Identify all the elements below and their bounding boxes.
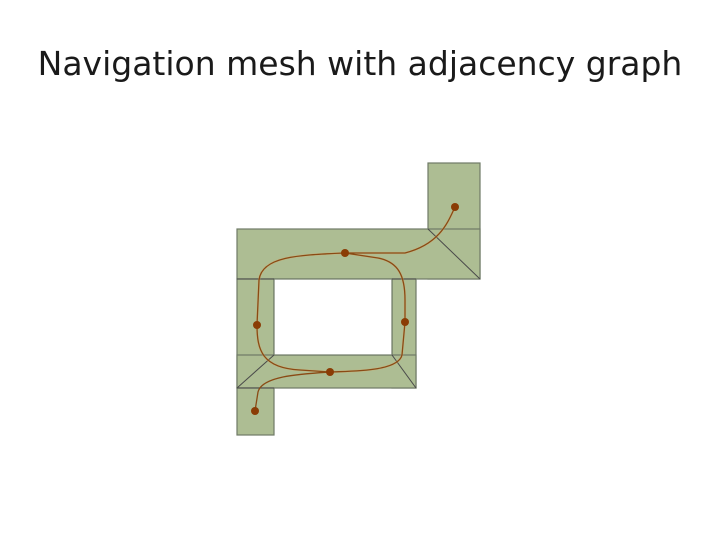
adjacency-graph [251, 203, 459, 415]
edge-tab-diagonal [427, 228, 481, 280]
mesh-hole [273, 278, 393, 356]
graph-node-right [401, 318, 409, 326]
page-title: Navigation mesh with adjacency graph [37, 44, 683, 83]
graph-node-top-bar [341, 249, 349, 257]
region-top-bar [236, 228, 481, 280]
graph-node-left [253, 321, 261, 329]
graph-node-bottom-left [251, 407, 259, 415]
graph-node-top-right [451, 203, 459, 211]
graph-path-tail [254, 371, 331, 412]
edge-bottom-right-diagonal [391, 354, 417, 389]
graph-node-bottom-bar [326, 368, 334, 376]
mesh-regions [236, 162, 481, 436]
graph-path-loop [256, 206, 456, 373]
